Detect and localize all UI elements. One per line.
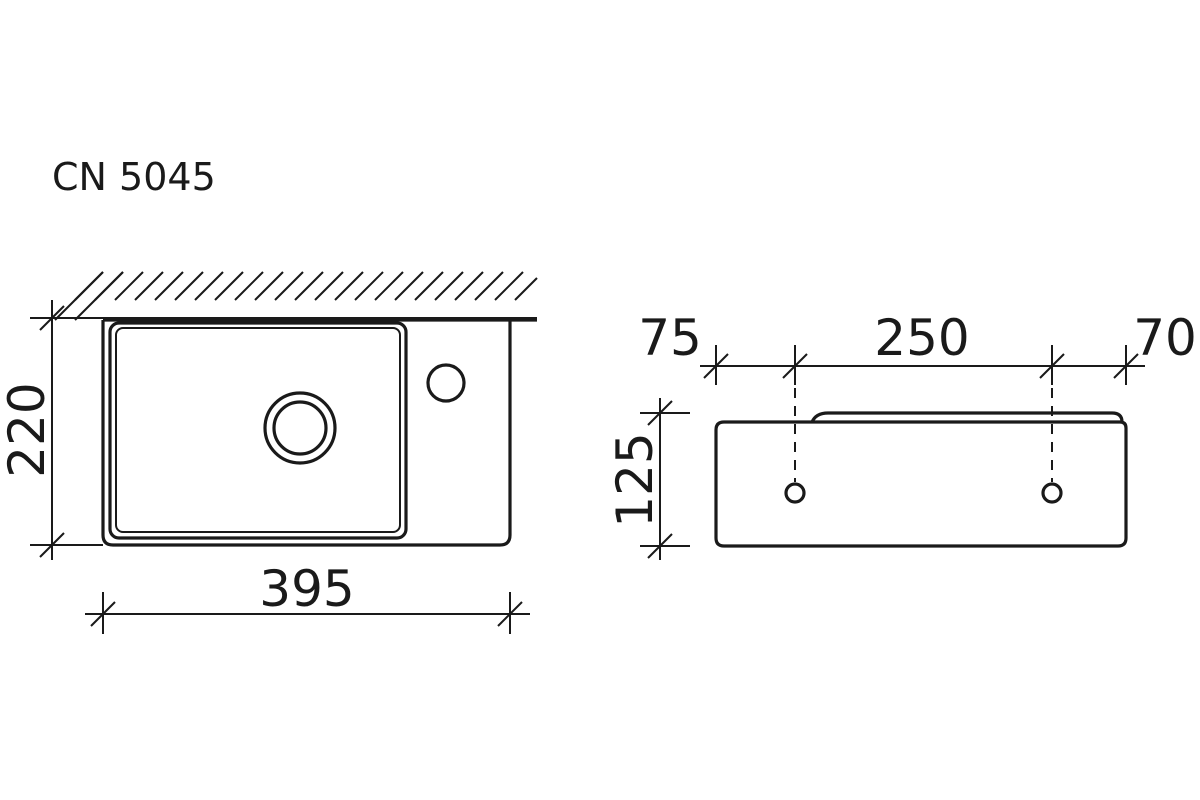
hole-spacing-label: 250: [874, 309, 969, 367]
tap-hole: [426, 363, 466, 403]
drain-inner: [272, 400, 328, 456]
depth-dimension: 220: [0, 300, 103, 560]
left-offset-label: 75: [638, 309, 702, 367]
depth-label: 220: [0, 382, 56, 477]
bowl-inner-edge: [115, 327, 401, 533]
horizontal-dimensions: 75 250 70: [638, 309, 1197, 385]
height-dimension: 125: [606, 398, 690, 560]
fixing-hole-right: [1041, 482, 1063, 504]
right-offset-label: 70: [1133, 309, 1197, 367]
width-dimension: 395: [85, 560, 530, 634]
top-view: 220 395: [0, 271, 538, 634]
width-label: 395: [259, 560, 354, 618]
rim-front: [810, 411, 1124, 423]
model-code: CN 5045: [52, 155, 216, 199]
height-label: 125: [606, 432, 664, 527]
basin-outline-front: [714, 420, 1128, 548]
wall-hatch: [54, 271, 538, 321]
fixing-hole-left: [784, 482, 806, 504]
basin-outline-top: [101, 318, 537, 547]
drain-outer: [263, 391, 337, 465]
bowl-top: [108, 321, 408, 540]
front-view: 75 250 70 125: [606, 309, 1197, 560]
